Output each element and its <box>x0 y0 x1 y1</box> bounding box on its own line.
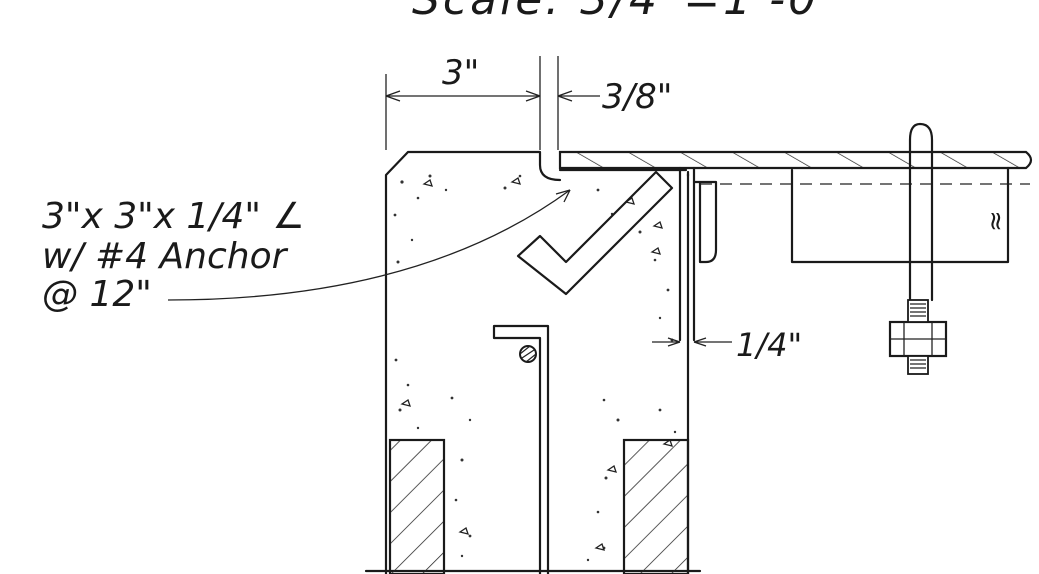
callout-line-3: @ 12" <box>42 274 152 315</box>
callout-line-2: w/ #4 Anchor <box>42 236 289 277</box>
wood-block-right <box>622 438 690 574</box>
dimension-1-4in-label: 1/4" <box>736 326 802 364</box>
concrete-aggregate <box>393 174 677 562</box>
steel-plate <box>558 150 1033 172</box>
scale-title: Scale: 3/4"=1'-0" <box>412 0 842 25</box>
dimension-1-4in: 1/4" <box>652 326 802 364</box>
j-bolt <box>888 122 948 375</box>
face-angle-leg <box>678 166 718 342</box>
break-symbol: ≈ <box>981 210 1011 232</box>
wood-block-left <box>388 438 446 574</box>
angle-callout: 3"x 3"x 1/4" ∠ w/ #4 Anchor @ 12" <box>42 189 571 315</box>
dimension-3-8in-label: 3/8" <box>602 77 672 117</box>
rebar-hook <box>492 324 550 574</box>
dimension-3in-label: 3" <box>442 53 479 93</box>
callout-line-1: 3"x 3"x 1/4" ∠ <box>42 196 305 237</box>
embedded-angle <box>516 170 674 296</box>
dimension-3in: 3" <box>385 53 541 150</box>
dimension-3-8in: 3/8" <box>557 56 672 150</box>
beam: ≈ <box>700 166 1030 264</box>
